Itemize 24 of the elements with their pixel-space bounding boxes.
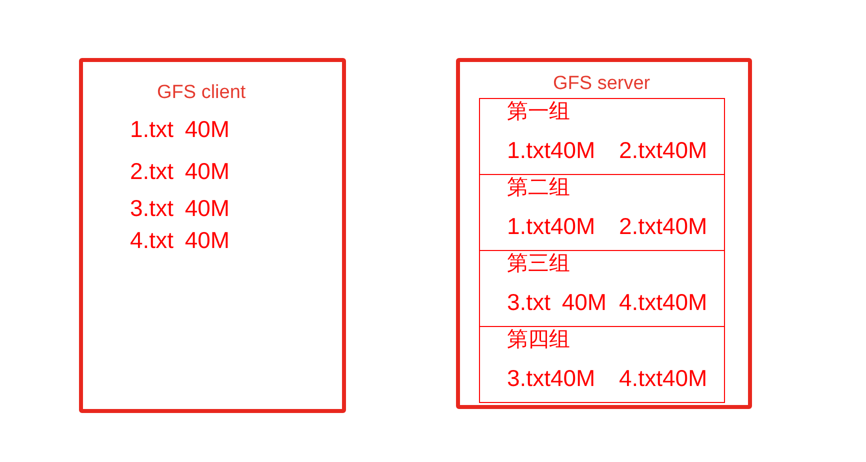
group-box (479, 174, 725, 251)
panel-title: GFS server (553, 73, 650, 95)
server-panel (456, 58, 752, 409)
file-label: 1.txt40M (507, 213, 596, 240)
file-label: 3.txt 40M (130, 195, 230, 222)
file-label: 1.txt40M (507, 137, 596, 164)
panel-title: GFS client (157, 82, 246, 104)
file-label: 2.txt 40M (130, 158, 230, 184)
group-title: 第四组 (507, 328, 570, 352)
file-label: 4.txt 40M (130, 227, 230, 254)
file-label: 1.txt 40M (130, 116, 230, 142)
file-label: 4.txt40M (619, 289, 708, 316)
group-box (479, 98, 725, 175)
file-label: 2.txt40M (619, 137, 708, 164)
file-label: 3.txt40M (507, 365, 596, 392)
group-title: 第三组 (507, 252, 570, 276)
group-title: 第一组 (507, 100, 570, 124)
file-label: 4.txt40M (619, 365, 708, 392)
client-panel (79, 58, 346, 413)
group-box (479, 326, 725, 403)
file-label: 2.txt40M (619, 213, 708, 240)
file-label: 3.txt 40M (507, 289, 607, 316)
group-box (479, 250, 725, 327)
group-title: 第二组 (507, 176, 570, 200)
